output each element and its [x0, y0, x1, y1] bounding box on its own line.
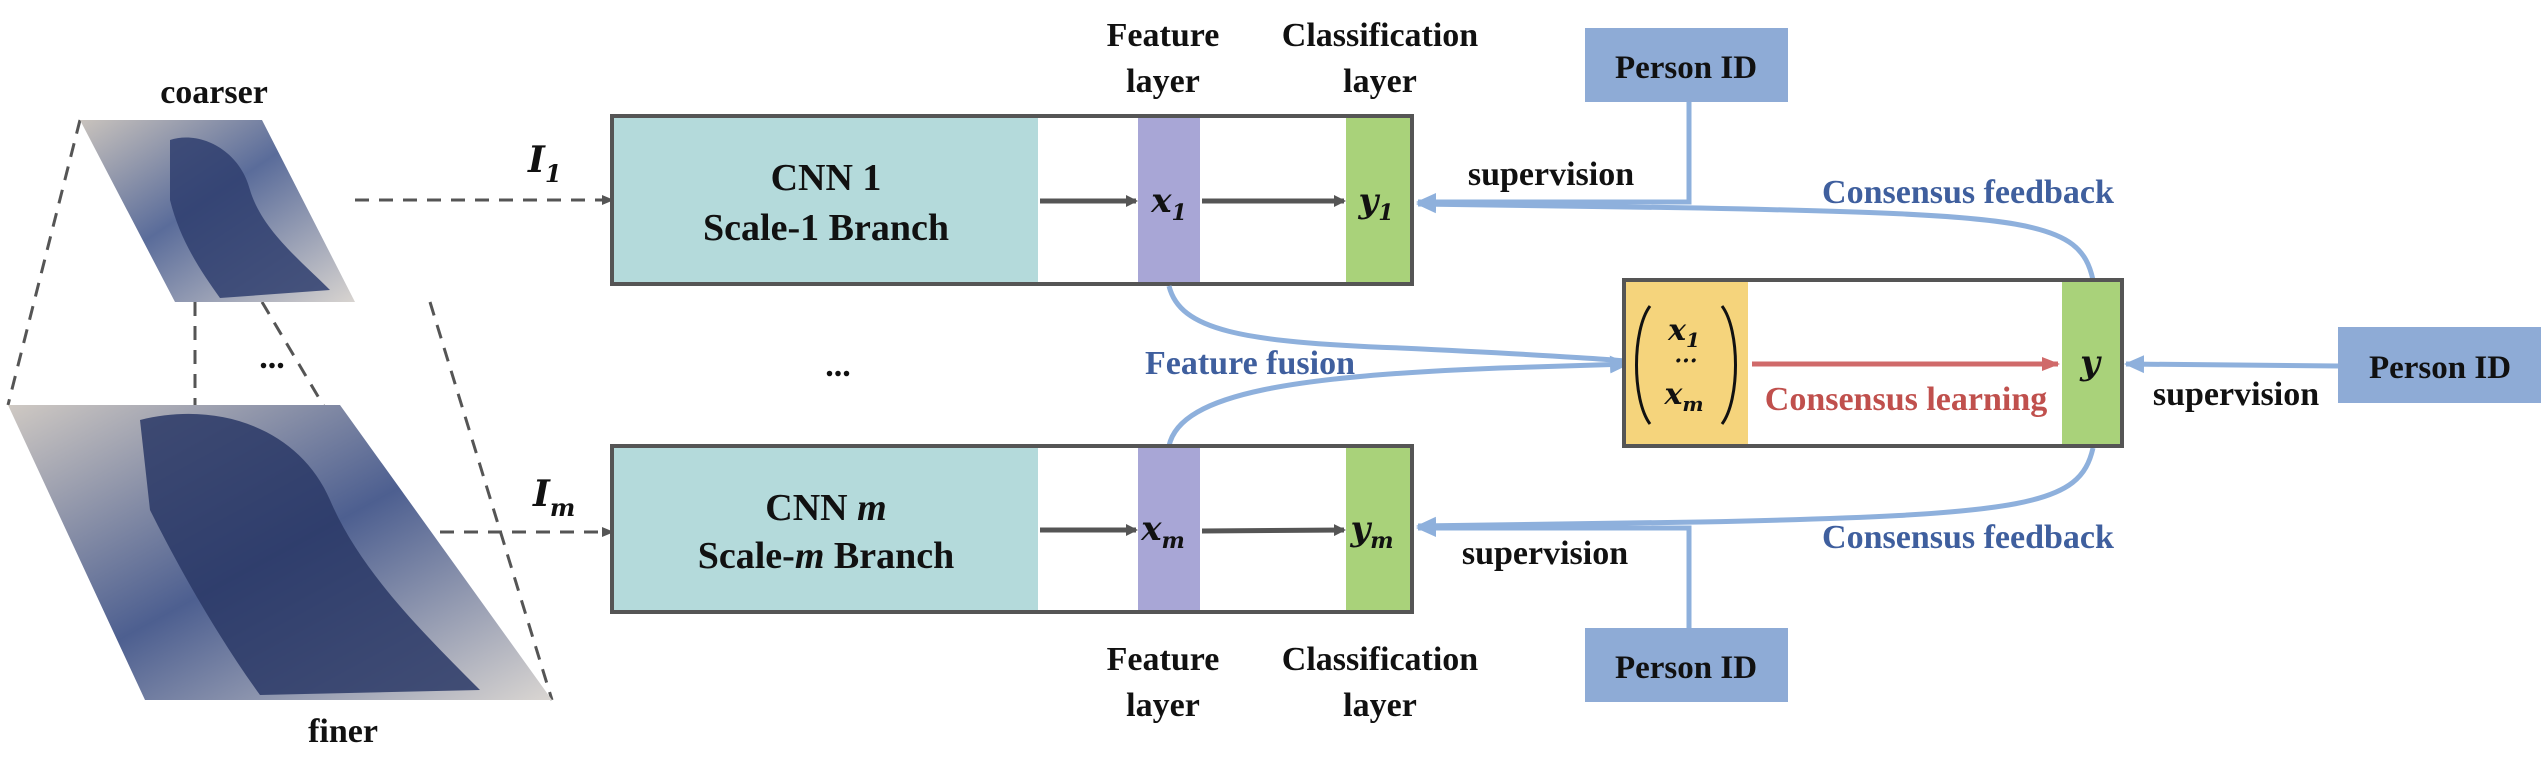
input1-label: I1 [527, 139, 562, 188]
branchm-person-id-box [1585, 628, 1788, 702]
branchm-cnn-label: CNN m [765, 487, 886, 529]
consensus-supervision-label: supervision [2153, 376, 2319, 413]
branchm-feature-layer [1138, 448, 1200, 610]
branch-dots: ... [825, 347, 851, 384]
consensus-learning-label: Consensus learning [1765, 381, 2047, 418]
branchm-supervision-label: supervision [1462, 535, 1628, 572]
pyramid-edge-inner-right [428, 301, 554, 701]
input-image-pyramid: coarser finer ... [6, 74, 554, 750]
branchm-feature-to-class-arrow [1201, 524, 1346, 537]
branch1-branch-label: Scale-1 Branch [703, 207, 949, 249]
branch1-feature-layer [1138, 118, 1200, 282]
feature-fusion-label: Feature fusion [1145, 345, 1355, 382]
coarser-label: coarser [160, 74, 268, 111]
inputm-label: Im [532, 473, 575, 522]
branchm-cnn-block [614, 448, 1038, 610]
branch1-feature-header-l2: layer [1126, 63, 1200, 100]
branchm-class-header-l1: Classification [1282, 641, 1479, 678]
branch1-person-id-label: Person ID [1615, 50, 1757, 86]
consensus-supervision-arrow [2124, 355, 2339, 374]
branchm-feature-var: xm [1140, 509, 1185, 554]
finer-label: finer [308, 713, 378, 750]
branch1-feedback-label: Consensus feedback [1822, 174, 2114, 211]
branchm-class-var: ym [1349, 509, 1393, 554]
vector-top-var: x1 [1667, 313, 1700, 352]
branch1-class-header-l1: Classification [1282, 17, 1479, 54]
consensus-module: x1 ··· xm y Consensus learning [1622, 278, 2124, 448]
branchm-consensus-feedback-arrow [1416, 447, 2096, 535]
branch1-class-var: y1 [1357, 181, 1393, 226]
branchm-person-id-label: Person ID [1615, 650, 1757, 686]
vector-bot-var: xm [1663, 377, 1703, 416]
branchm-feedback-label: Consensus feedback [1822, 519, 2114, 556]
branchm-feature-header-l1: Feature [1107, 641, 1220, 678]
vector-left-paren [1635, 305, 1652, 425]
branch-1: CNN 1 Scale-1 Branch x1 y1 [610, 114, 1414, 286]
branchm-supervision-arrow [1416, 519, 1692, 628]
branch1-consensus-feedback-arrow [1416, 195, 2096, 281]
branch1-feature-var: x1 [1150, 181, 1187, 226]
feature-fusion-curve-bottom [1166, 355, 1630, 447]
vector-right-paren [1720, 305, 1737, 425]
branch1-feature-header-l1: Feature [1107, 17, 1220, 54]
branchm-feature-header-l2: layer [1126, 687, 1200, 724]
branch1-cnn-label: CNN 1 [771, 157, 882, 199]
image-dots: ... [259, 339, 285, 376]
coarser-person-figure [170, 137, 330, 298]
branch1-cnn-block [614, 118, 1038, 282]
consensus-output-block [2062, 282, 2120, 444]
branch1-class-header-l2: layer [1343, 63, 1417, 100]
consensus-person-id-label: Person ID [2369, 350, 2511, 386]
consensus-output-var: y [2079, 343, 2102, 383]
vector-dots: ··· [1675, 348, 1698, 374]
finer-person-figure [140, 413, 480, 695]
branchm-class-layer [1346, 448, 1410, 610]
branchm-class-header-l2: layer [1343, 687, 1417, 724]
consensus-person-id-box [2338, 327, 2541, 403]
branch-m: CNN m Scale-m Branch xm ym [610, 444, 1414, 614]
branch1-class-layer [1346, 118, 1410, 282]
branch1-person-id-box [1585, 28, 1788, 102]
branchm-branch-label: Scale-m Branch [698, 535, 955, 577]
branch1-supervision-arrow [1416, 102, 1692, 211]
pyramid-edge-left [6, 119, 82, 406]
branch1-supervision-label: supervision [1468, 156, 1634, 193]
